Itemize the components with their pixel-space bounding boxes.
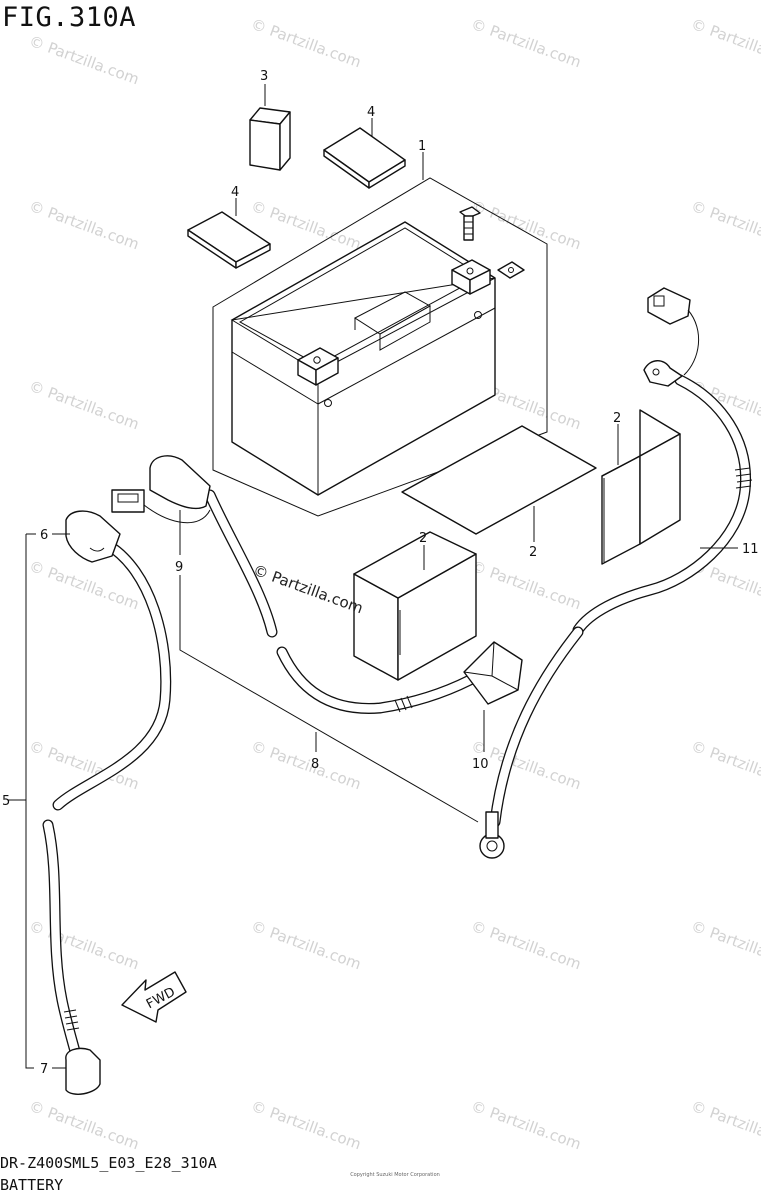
callout-5: 5 [2,794,10,809]
watermark: © Partzilla.com [469,1097,584,1154]
watermark: © Partzilla.com [27,1097,142,1154]
terminal-boot-6 [65,510,121,563]
callout-2: 2 [613,411,621,426]
callout-4: 4 [367,105,375,120]
terminal-boot-7 [65,1047,101,1095]
pad-part-3 [249,107,291,171]
battery-assembly-outline [212,177,548,517]
pad-part-2-right [601,409,681,565]
pad-part-4-lower [187,211,271,269]
pad-part-2-center [401,425,597,535]
callout-3: 3 [260,69,268,84]
watermark: © Partzilla.com [689,917,761,974]
forward-direction-arrow: FWD [121,971,187,1023]
watermark: © Partzilla.com [689,15,761,72]
terminal-boot-9 [111,455,211,524]
watermark: © Partzilla.com [249,1097,364,1154]
watermark: © Partzilla.com [469,557,584,614]
watermark: © Partzilla.com [249,15,364,72]
battery [230,206,525,496]
callout-11: 11 [742,542,759,557]
cable-part-8 [204,489,476,714]
watermark: © Partzilla.com [27,377,142,434]
callout-2: 2 [419,531,427,546]
callout-9: 9 [175,560,183,575]
callout-4: 4 [231,185,239,200]
leader-lines [8,84,738,1069]
cable-part-11 [479,287,753,859]
figure-title: FIG.310A [2,2,137,33]
watermark: © Partzilla.com [27,917,142,974]
terminal-cover-10 [463,641,523,705]
watermark: © Partzilla.com [249,917,364,974]
callout-2: 2 [529,545,537,560]
callout-numbers: 1 2 2 2 3 4 4 5 6 7 8 9 10 11 [2,69,759,1077]
pad-part-4-upper [323,127,406,189]
watermark: © Partzilla.com [469,15,584,72]
watermark: © Partzilla.com [27,197,142,254]
callout-10: 10 [472,757,489,772]
watermark: © Partzilla.com [249,737,364,794]
watermark: © Partzilla.com [27,32,142,89]
pad-part-2-middle [353,531,477,681]
watermark: © Partzilla.com [689,1097,761,1154]
watermark: © Partzilla.com [469,197,584,254]
watermark: © Partzilla.com [689,197,761,254]
diagram-code: DR-Z400SML5_E03_E28_310A [0,1154,217,1172]
callout-6: 6 [40,528,48,543]
copyright-note: Copyright Suzuki Motor Corporation [350,1172,440,1178]
callout-7: 7 [40,1062,48,1077]
callout-1: 1 [418,139,426,154]
watermark: © Partzilla.com [689,737,761,794]
watermark: © Partzilla.com [469,917,584,974]
callout-8: 8 [311,757,319,772]
diagram-name: BATTERY [0,1176,64,1194]
cable-part-5 [42,539,172,1061]
